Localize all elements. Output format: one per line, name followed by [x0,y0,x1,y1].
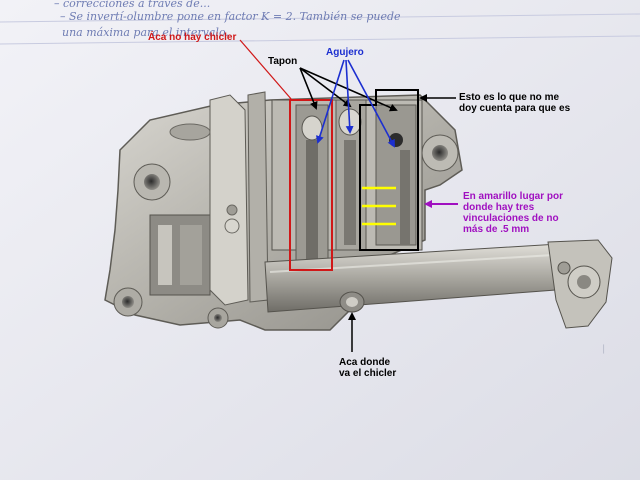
label-agujero: Agujero [326,47,364,58]
label-unknown-purpose: Esto es lo que no me doy cuenta para que… [459,92,571,114]
yellow-linkage-marks [362,186,396,226]
label-chicler-location: Aca donde va el chicler [339,357,397,379]
label-tapon: Tapon [268,56,298,67]
handwritten-note-line-1: – correcciones a través de... [54,0,211,10]
handwritten-note-line-2: – Se invertí-olumbre pone en factor K = … [60,10,401,23]
agujero-arrows [316,59,395,148]
label-no-chicler: Áca no hay chicler [148,32,237,43]
no-chicler-box [289,99,333,271]
unknown-area-outline [359,89,419,251]
margin-mark: — [598,344,609,354]
label-yellow-linkages: En amarillo lugar por donde hay tres vin… [463,191,564,235]
carburetor-body [104,91,613,331]
no-chicler-pointer [239,39,293,101]
handwritten-note-line-3: una máxima para el intervalo. [62,26,229,39]
